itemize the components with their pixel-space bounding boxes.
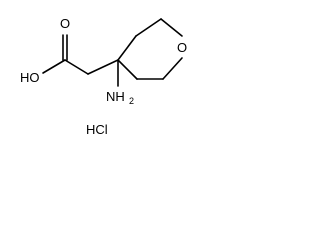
chemical-structure: O HO O NH 2 HCl: [20, 16, 187, 137]
ch2-quaternary-bond: [87, 59, 119, 75]
carboxyl-c-oh-bond: [42, 59, 66, 74]
ring-bond-c5-c4: [117, 59, 138, 80]
carbonyl-oxygen-label: O: [60, 16, 70, 31]
ring-oxygen-label: O: [177, 40, 187, 55]
hcl-salt-label: HCl: [86, 122, 108, 137]
ring-bond-c3-c2: [135, 18, 162, 37]
amino-label: NH: [106, 89, 125, 104]
hydroxyl-label: HO: [20, 70, 40, 85]
ring-bond-o-c6: [162, 57, 183, 80]
carboxyl-c-ch2-bond: [64, 59, 89, 75]
ring-bond-c4-c3: [117, 35, 137, 61]
ring-bond-c2-o: [160, 18, 183, 37]
amino-subscript: 2: [129, 96, 134, 106]
